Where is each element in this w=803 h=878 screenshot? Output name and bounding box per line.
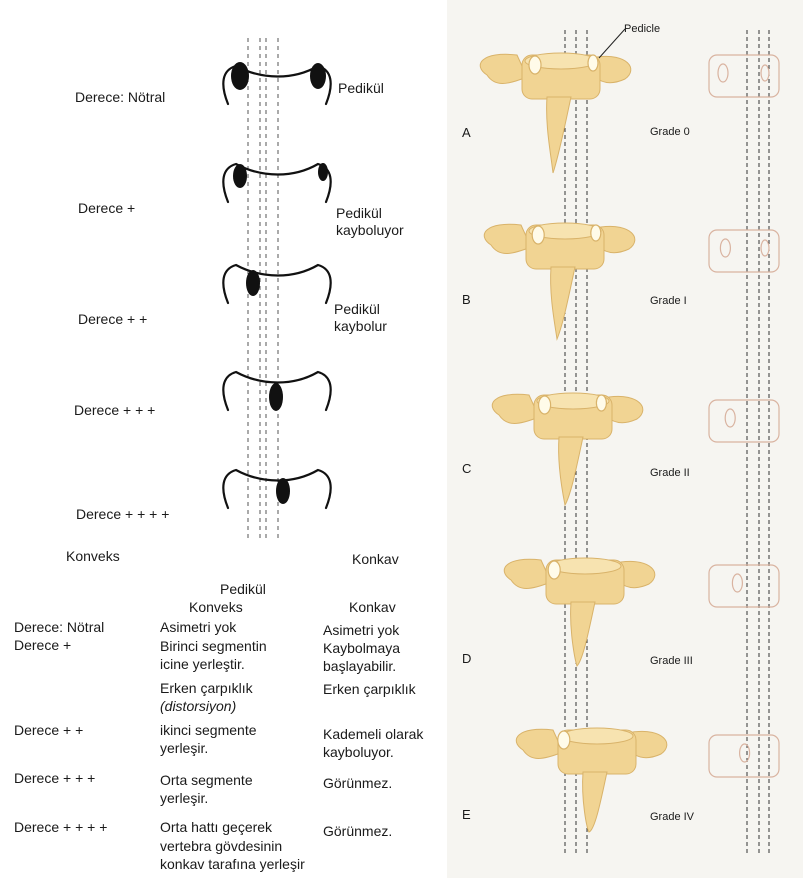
outline-sketch (709, 735, 779, 777)
outline-pedicle (761, 65, 769, 81)
row-letter: E (462, 806, 471, 823)
row-letter: A (462, 124, 471, 141)
table-header-convex: Konveks (189, 599, 243, 616)
transverse-process (516, 729, 563, 758)
table-row-grade: Derece + + + + (14, 819, 107, 836)
grade-label: Grade IV (650, 809, 694, 826)
table-row-convex: yerleşir. (160, 740, 208, 757)
table-row-convex: Orta hattı geçerek (160, 819, 272, 836)
table-row-grade: Derece: Nötral (14, 619, 104, 636)
table-row-convex: Orta segmente (160, 772, 253, 789)
grade-label: Grade 0 (650, 124, 690, 141)
table-row-convex: Erken çarpıklık (160, 680, 253, 697)
pedicle-ring (548, 561, 560, 579)
pedicle-note-neutral: Pedikül (338, 80, 384, 97)
spinous-process (559, 437, 583, 505)
vertebra-figure (484, 223, 635, 339)
grade-label-plus2: Derece + + (78, 311, 147, 328)
pedicle-note-plus-2: kayboluyor (336, 222, 404, 239)
grade-label-plus3: Derece + + + (74, 402, 155, 419)
grade-label-plus4: Derece + + + + (76, 506, 169, 523)
pedicle-ring (596, 395, 606, 411)
table-row-concave: Kaybolmaya (323, 640, 400, 657)
concave-side-label: Konkav (352, 551, 399, 568)
pedicle-shadow (231, 62, 249, 90)
table-row-concave: Asimetri yok (323, 622, 399, 639)
vertebra-figure (492, 393, 643, 505)
row-letter: C (462, 460, 471, 477)
pedicle-ring (591, 225, 601, 241)
transverse-process (484, 224, 531, 253)
table-row-convex: Birinci segmentin (160, 638, 267, 655)
row-letter: D (462, 650, 471, 667)
table-row-grade: Derece + (14, 637, 71, 654)
table-row-concave: başlayabilir. (323, 658, 396, 675)
pedicle-ring (539, 396, 551, 414)
outline-sketch (709, 400, 779, 442)
table-row-concave: kayboluyor. (323, 744, 394, 761)
table-row-convex: vertebra gövdesinin (160, 838, 282, 855)
table-row-concave: Görünmez. (323, 775, 392, 792)
grade-label-neutral: Derece: Nötral (75, 89, 165, 106)
table-row-grade: Derece + + + (14, 770, 95, 787)
table-row-convex: icine yerleştir. (160, 656, 245, 673)
vertebra-illustrations (447, 0, 803, 878)
table-row-convex: ikinci segmente (160, 722, 257, 739)
pedicle-note-plus2-2: kaybolur (334, 318, 387, 335)
pedicle-shadow (310, 63, 326, 89)
table-header-concave: Konkav (349, 599, 396, 616)
pedicle-label: Pedicle (624, 21, 660, 38)
outline-pedicle (725, 409, 735, 427)
pedicle-note-plus2-1: Pedikül (334, 301, 380, 318)
pedicle-note-plus-1: Pedikül (336, 205, 382, 222)
pedicle-ring (558, 731, 570, 749)
table-row-grade: Derece + + (14, 722, 83, 739)
vertebra-figure (516, 728, 667, 832)
table-header-pedicle: Pedikül (220, 581, 266, 598)
table-row-concave: Görünmez. (323, 823, 392, 840)
left-panel-turkish-diagram: Derece: Nötral Derece + Derece + + Derec… (0, 0, 447, 878)
row-letter: B (462, 291, 471, 308)
pedicle-ring (529, 56, 541, 74)
outline-body (709, 735, 779, 777)
spinous-process (551, 267, 575, 339)
transverse-process (504, 559, 551, 588)
convex-side-label: Konveks (66, 548, 120, 565)
spinous-process (547, 97, 571, 173)
pedicle-ring (532, 226, 544, 244)
pedicle-shadow (233, 164, 247, 188)
table-row-convex: Asimetri yok (160, 619, 236, 636)
outline-pedicle (718, 64, 728, 82)
grade-label-plus: Derece + (78, 200, 135, 217)
body-endplate (561, 728, 633, 744)
right-panel-nash-moe-illustration: A B C D E Grade 0 Grade I Grade II Grade… (447, 0, 803, 878)
outline-pedicle (740, 744, 750, 762)
pedicle-shadow (276, 478, 290, 504)
grade-label: Grade I (650, 293, 687, 310)
pedicle-shadow (246, 270, 260, 296)
outline-pedicle (761, 240, 769, 256)
transverse-process (492, 394, 539, 423)
spinous-process (571, 602, 595, 666)
grade-label: Grade II (650, 465, 690, 482)
pedicle-ring (588, 55, 598, 71)
transverse-process (480, 54, 527, 83)
vertebra-figure (480, 53, 631, 173)
outline-body (709, 400, 779, 442)
table-row-concave: Kademeli olarak (323, 726, 423, 743)
outline-pedicle (732, 574, 742, 592)
vertebra-figure (504, 558, 655, 666)
outline-pedicle (720, 239, 730, 257)
spinous-process (583, 772, 607, 832)
table-row-convex: (distorsiyon) (160, 698, 236, 715)
table-row-convex: yerleşir. (160, 790, 208, 807)
pedicle-leader-line (599, 29, 625, 58)
grade-label: Grade III (650, 653, 693, 670)
pedicle-shadow (269, 383, 283, 411)
pedicle-shadow (318, 163, 328, 181)
table-row-convex: konkav tarafına yerleşir (160, 856, 305, 873)
table-row-concave: Erken çarpıklık (323, 681, 416, 698)
vertebral-ring (223, 265, 330, 303)
